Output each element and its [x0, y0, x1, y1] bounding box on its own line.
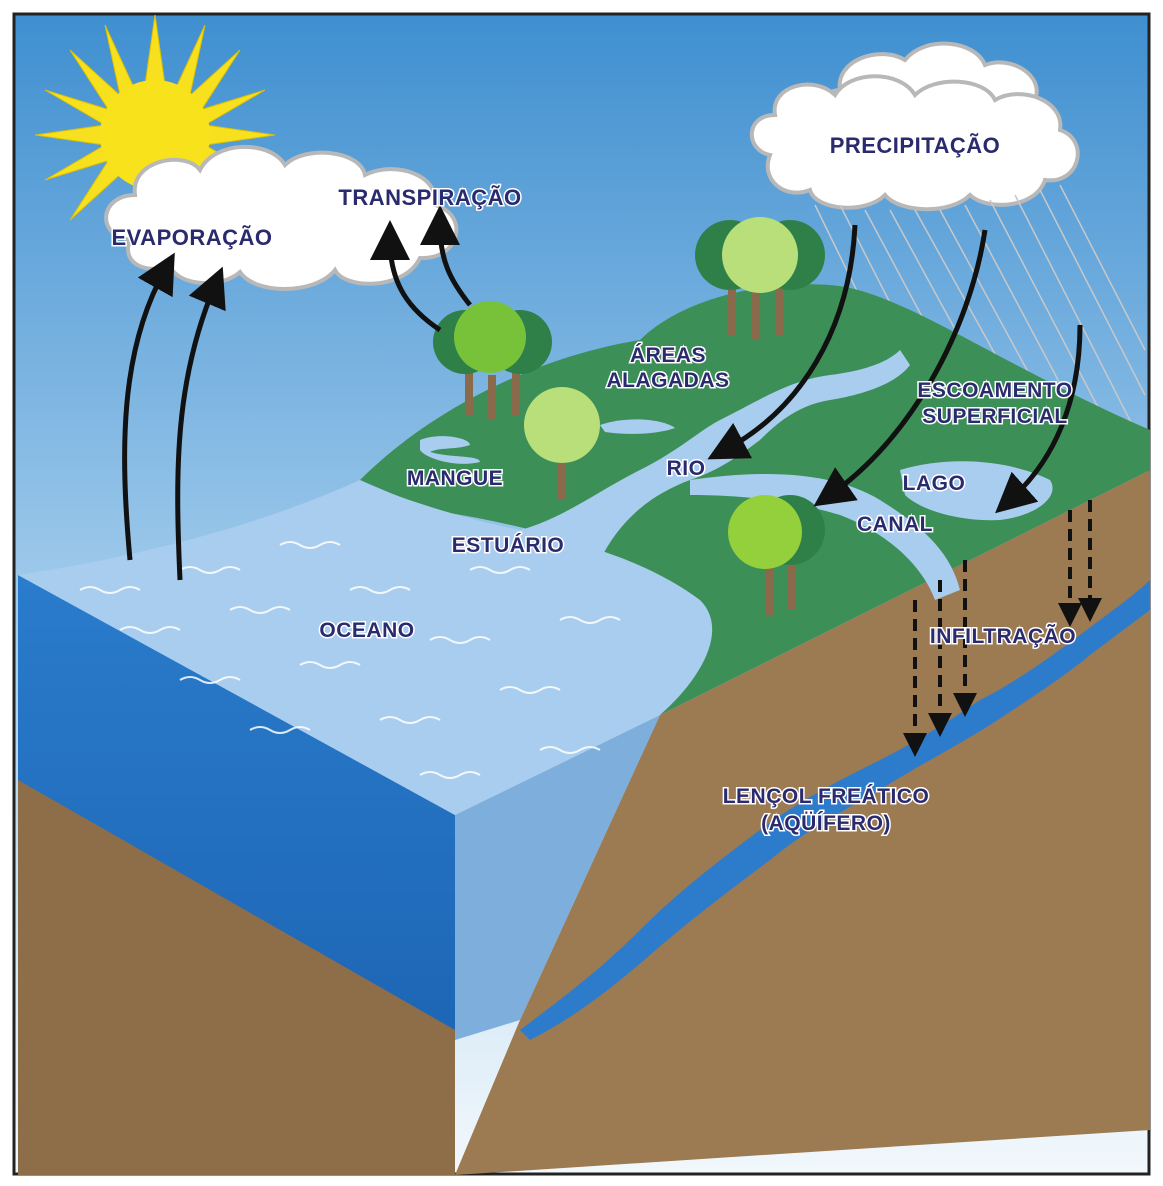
label-lago: LAGO: [903, 472, 966, 495]
label-oceano: OCEANO: [319, 619, 414, 642]
label-canal: CANAL: [857, 513, 933, 536]
label-lencol-freatico-2: (AQÜÍFERO): [761, 812, 891, 835]
transpiration-arrows: [370, 205, 472, 333]
mangrove-water: [420, 436, 480, 464]
label-transpiracao: TRANSPIRAÇÃO: [338, 185, 521, 210]
evaporation-arrows: [122, 252, 226, 581]
tree-mangrove: [524, 387, 600, 500]
ocean-surface: [18, 480, 713, 815]
label-escoamento-2: SUPERFICIAL: [922, 405, 1068, 428]
tree-canal: [728, 495, 825, 615]
ocean-slope: [455, 715, 660, 1040]
ocean-waves: [79, 541, 621, 779]
infiltration-arrows: [903, 500, 1102, 757]
label-infiltracao: INFILTRAÇÃO: [930, 625, 1076, 648]
label-evaporacao: EVAPORAÇÃO: [111, 225, 272, 250]
aquifer-band: [520, 580, 1150, 1040]
wetland-pond: [600, 419, 675, 434]
runoff-arrows: [707, 224, 1083, 514]
label-estuario: ESTUÁRIO: [452, 534, 565, 557]
label-areas-alagadas-1: ÁREAS: [630, 344, 706, 367]
left-cloud: [104, 144, 459, 291]
seafloor-strip: [18, 780, 455, 1175]
label-precipitacao: PRECIPITAÇÃO: [830, 133, 1001, 158]
label-escoamento-1: ESCOAMENTO: [917, 379, 1072, 402]
tree-group-hill: [695, 217, 825, 340]
right-cloud: [749, 41, 1080, 212]
label-mangue: MANGUE: [407, 467, 503, 490]
label-lencol-freatico-1: LENÇOL FREÁTICO: [723, 785, 930, 808]
label-rio: RIO: [667, 457, 706, 480]
tree-group-transpiration: [433, 301, 552, 420]
label-areas-alagadas-2: ALAGADAS: [607, 369, 730, 392]
